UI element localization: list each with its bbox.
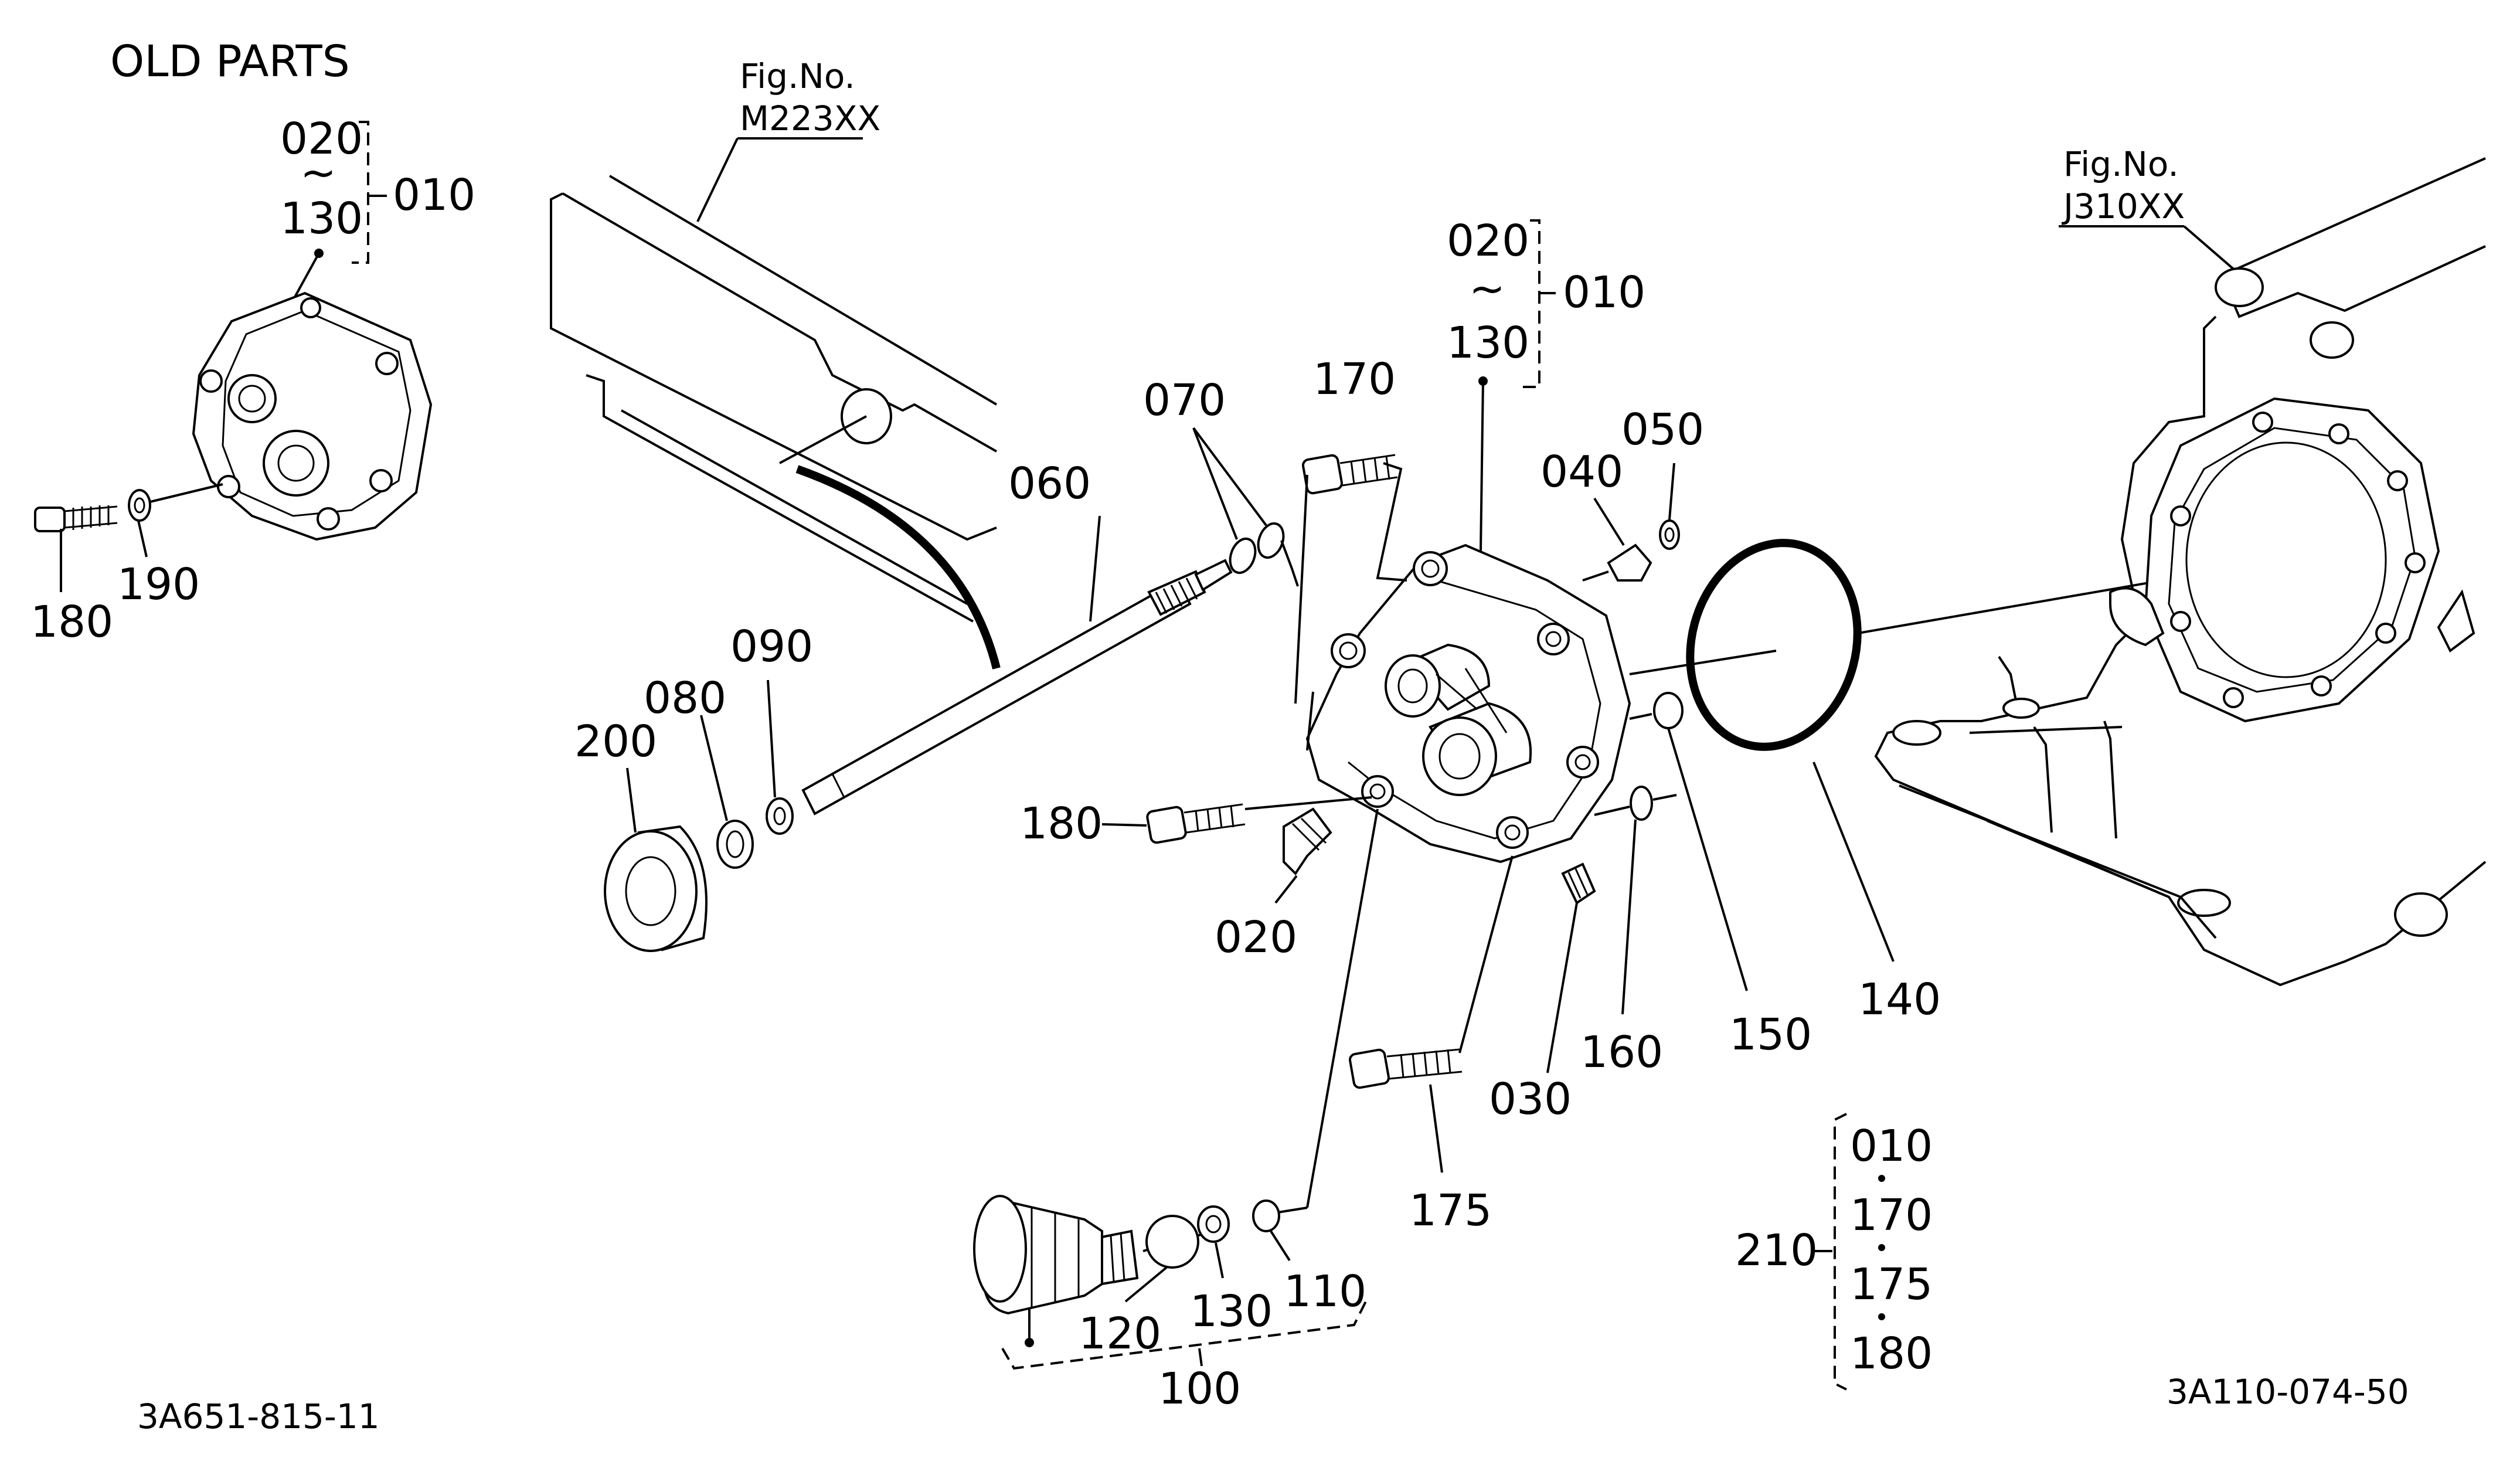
old-assembly-range-bracket: 020 ~ 130 010: [280, 114, 475, 301]
main-range-start: 020: [1447, 216, 1529, 266]
oring-110: [1252, 1199, 1280, 1232]
cover-bolt-hole-top: [1413, 551, 1448, 586]
washer-050: [1659, 519, 1680, 550]
oring-150: [1653, 692, 1684, 729]
kit-dashed-bracket: [1834, 1113, 1847, 1391]
label-160: 160: [1580, 1027, 1663, 1078]
fig-ref-right-prefix: Fig.No.: [2063, 144, 2179, 184]
oring-120: [1145, 1215, 1199, 1269]
label-030: 030: [1489, 1074, 1572, 1124]
label-070: 070: [1143, 375, 1226, 426]
label-110: 110: [1284, 1266, 1366, 1317]
orings-070: [1229, 522, 1285, 575]
bolt-180: [1146, 803, 1246, 844]
oring-160: [1630, 786, 1653, 821]
old-label-180: 180: [30, 597, 113, 647]
label-040: 040: [1540, 447, 1623, 497]
main-pump-cover: [1305, 543, 1631, 864]
washer-090: [766, 797, 794, 835]
kit-210: 210 010 170 175 180: [1735, 1113, 1933, 1391]
label-080: 080: [644, 673, 726, 723]
label-100: 100: [1158, 1364, 1241, 1414]
fig-ref-right-code: J310XX: [2062, 186, 2185, 226]
footer-right-code: 3A110-074-50: [2167, 1372, 2409, 1412]
shaft-060: [801, 559, 1233, 815]
main-assembly-number: 010: [1563, 267, 1645, 318]
old-washer-190: [128, 489, 151, 522]
old-parts-heading: OLD PARTS: [110, 36, 350, 87]
footer-left-code: 3A651-815-11: [137, 1396, 380, 1436]
label-130: 130: [1190, 1286, 1273, 1337]
main-range-bracket: 020 ~ 130 010: [1447, 216, 1645, 552]
kit-item-4: 180: [1850, 1328, 1933, 1379]
old-cover-port-main: [263, 430, 329, 497]
fig-ref-left-prefix: Fig.No.: [740, 56, 855, 96]
kit-number: 210: [1735, 1225, 1818, 1276]
fig-ref-j310xx: Fig.No. J310XX: [2059, 144, 2246, 280]
kit-item-2: 170: [1850, 1190, 1933, 1241]
old-assembly-number: 010: [393, 170, 475, 220]
fig-ref-m223xx: Fig.No. M223XX: [696, 56, 880, 222]
bolt-175: [1349, 1048, 1463, 1089]
relief-valve-dashed-bracket: [1001, 1301, 1367, 1370]
oring-140: [1686, 539, 1862, 751]
main-range-end: 130: [1447, 318, 1529, 368]
old-range-dashed-bracket: [352, 121, 369, 264]
main-range-separator: ~: [1469, 264, 1505, 314]
label-140: 140: [1858, 974, 1941, 1025]
label-180: 180: [1020, 798, 1103, 849]
label-090: 090: [730, 621, 813, 672]
label-120: 120: [1079, 1309, 1161, 1359]
label-050: 050: [1621, 405, 1704, 455]
washer-130: [1197, 1205, 1230, 1243]
old-range-start: 020: [280, 114, 363, 164]
old-cover-port-upper: [227, 374, 277, 423]
cover-port-upper: [1385, 654, 1441, 718]
label-175: 175: [1409, 1185, 1492, 1236]
oil-seal-200: [604, 825, 708, 952]
fig-ref-left-code: M223XX: [740, 98, 880, 138]
fitting-040: [1582, 543, 1652, 582]
label-020: 020: [1215, 912, 1297, 963]
old-label-190: 190: [117, 559, 200, 610]
label-060: 060: [1008, 458, 1091, 509]
transmission-case-outline-left: [550, 175, 1001, 670]
old-pump-cover: [192, 291, 433, 541]
kit-item-1: 010: [1850, 1121, 1933, 1171]
label-170: 170: [1313, 354, 1396, 405]
transmission-case-right: [1874, 157, 2487, 987]
label-200: 200: [574, 716, 657, 767]
label-150: 150: [1729, 1010, 1812, 1060]
old-range-separator: ~: [300, 148, 336, 198]
kit-item-3: 175: [1850, 1259, 1933, 1310]
main-range-dashed-bracket: [1522, 219, 1540, 388]
plug-030: [1561, 862, 1596, 905]
old-bolt-180: [34, 505, 118, 532]
case-flange: [2144, 397, 2440, 723]
relief-valve-100: [973, 1195, 1139, 1315]
plug-020: [1283, 807, 1332, 876]
bolt-170: [1302, 454, 1398, 495]
relief-valve-cap: [973, 1195, 1027, 1303]
circlip-080: [716, 820, 754, 869]
old-range-end: 130: [280, 193, 363, 244]
cover-port-main: [1422, 716, 1497, 796]
